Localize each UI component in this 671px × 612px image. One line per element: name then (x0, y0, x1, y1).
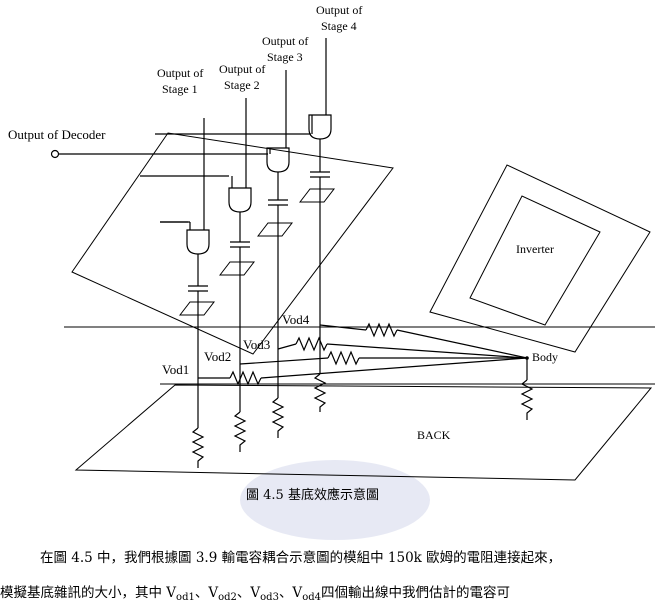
sub-od3: od3 (260, 592, 279, 603)
label-output-of-decoder: Output of Decoder (8, 127, 106, 142)
label-body: Body (532, 350, 558, 364)
label-stage3-line2: Stage 3 (267, 50, 303, 64)
sub-od1: od1 (176, 592, 195, 603)
vod2-line (239, 350, 527, 366)
label-stage2-line1: Output of (219, 62, 265, 76)
body-node (525, 356, 529, 360)
decoder-output-terminal (50, 149, 118, 159)
label-stage1-line1: Output of (157, 66, 203, 80)
capacitor-stage1 (188, 285, 208, 292)
ground-resistor-3 (271, 397, 285, 438)
paragraph-line2-b: 、V (195, 585, 218, 601)
inverter-box (469, 195, 601, 326)
left-plate (71, 132, 394, 355)
pad-stage1 (178, 301, 216, 316)
sub-od4: od4 (302, 592, 321, 603)
label-back: BACK (417, 428, 451, 442)
paragraph-line2-a: 模擬基底雜訊的大小，其中 V (0, 584, 176, 601)
pad-stage4 (298, 188, 336, 203)
vod4-line (319, 322, 528, 359)
label-vod4: Vod4 (282, 312, 310, 327)
paragraph-line2-e: 四個輸出線中我們估計的電容可 (321, 584, 510, 601)
paragraph-line2-d: 、V (279, 585, 302, 601)
capacitor-stage4 (310, 171, 330, 178)
watermark-seal (240, 460, 430, 540)
ground-resistor-4 (313, 373, 327, 412)
label-stage4-line2: Stage 4 (321, 19, 357, 33)
vod1-line (198, 357, 528, 386)
label-stage1-line2: Stage 1 (162, 82, 198, 96)
paragraph-line2-c: 、V (237, 585, 260, 601)
label-stage4-line1: Output of (316, 3, 362, 17)
label-stage2-line2: Stage 2 (224, 78, 260, 92)
back-plate (74, 384, 653, 481)
paragraph-line2: 模擬基底雜訊的大小，其中 Vod1、Vod2、Vod3、Vod4四個輸出線中我們… (0, 584, 510, 603)
pad-stage3 (256, 222, 294, 237)
capacitor-stage3 (268, 199, 288, 206)
right-plate (429, 164, 651, 353)
capacitor-stage2 (230, 241, 250, 248)
pad-stage2 (218, 261, 256, 276)
label-inverter: Inverter (516, 242, 554, 256)
label-vod3: Vod3 (243, 337, 270, 352)
label-vod1: Vod1 (162, 362, 189, 377)
label-stage3-line1: Output of (262, 34, 308, 48)
ground-resistor-2 (233, 411, 247, 452)
vod3-line (277, 336, 528, 359)
sub-od2: od2 (218, 592, 237, 603)
and-gate-stage2 (228, 187, 252, 213)
label-vod2: Vod2 (204, 349, 231, 364)
ground-resistor-body (520, 379, 534, 420)
ground-resistor-1 (191, 427, 205, 468)
figure-caption: 圖 4.5 基底效應示意圖 (246, 487, 379, 503)
and-gate-stage1 (186, 229, 210, 255)
paragraph-line1: 在圖 4.5 中，我們根據圖 3.9 輸電容耦合示意圖的模組中 150k 歐姆的… (40, 549, 561, 566)
